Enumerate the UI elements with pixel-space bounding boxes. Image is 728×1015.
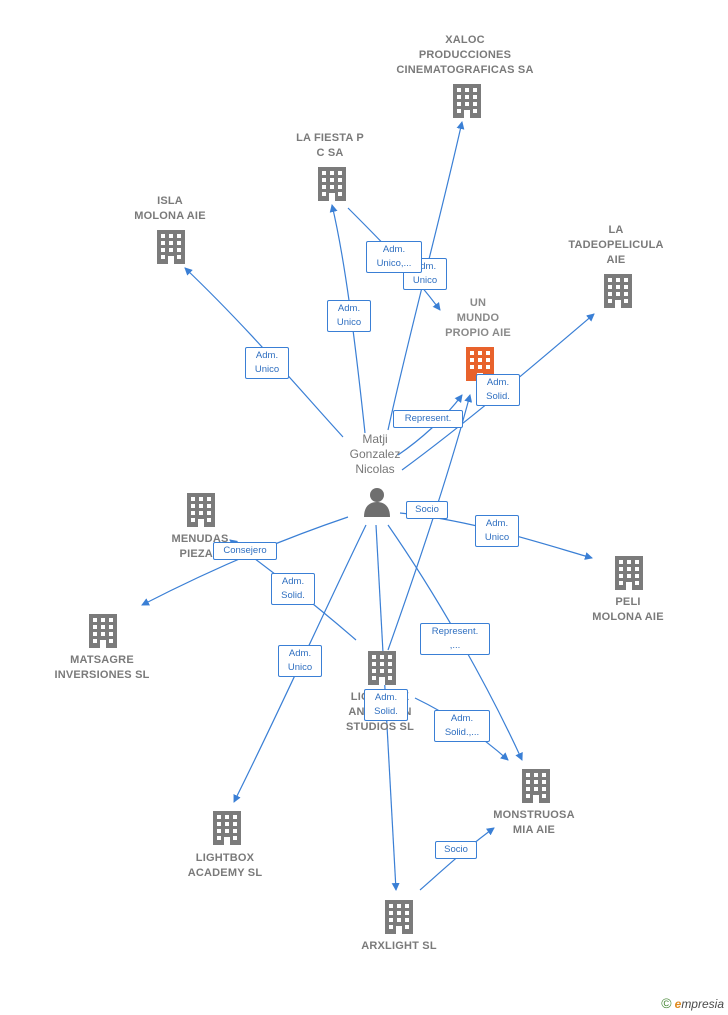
edge-label-adm-unico-isla[interactable]: Adm. Unico — [245, 347, 289, 379]
node-label-arxlight[interactable]: ARXLIGHT SL — [361, 940, 437, 952]
edge-label-adm-solid-monst[interactable]: Adm. Solid.,... — [434, 710, 490, 742]
edge-label-socio-peli[interactable]: Socio — [406, 501, 448, 519]
node-label-tadeo[interactable]: LA TADEOPELICULA AIE — [568, 224, 664, 266]
building-icon-menudas — [187, 493, 215, 527]
edge-label-adm-solid-arx[interactable]: Adm. Solid. — [364, 689, 408, 721]
brand-name: mpresia — [681, 997, 724, 1011]
building-icon-lafiesta — [318, 167, 346, 201]
edge-label-socio-arx[interactable]: Socio — [435, 841, 477, 859]
building-icon-tadeo — [604, 274, 632, 308]
person-icon — [364, 488, 390, 517]
building-icon-lightacademy — [213, 811, 241, 845]
building-icon-isla — [157, 230, 185, 264]
node-label-peli[interactable]: PELI MOLONA AIE — [592, 596, 664, 623]
node-label-lightacademy[interactable]: LIGHTBOX ACADEMY SL — [187, 852, 263, 879]
node-label-person[interactable]: Matji Gonzalez Nicolas — [349, 432, 401, 476]
building-icon-monstruosa — [522, 769, 550, 803]
node-label-unmundo[interactable]: UN MUNDO PROPIO AIE — [445, 297, 511, 339]
empresia-logo: ©empresia — [661, 995, 724, 1011]
node-label-isla[interactable]: ISLA MOLONA AIE — [134, 195, 206, 222]
copyright-symbol: © — [661, 995, 672, 1011]
edge-label-represent-unmundo[interactable]: Represent. — [393, 410, 463, 428]
node-label-xaloc[interactable]: XALOC PRODUCCIONES CINEMATOGRAFICAS SA — [396, 34, 534, 76]
node-label-lafiesta[interactable]: LA FIESTA P C SA — [296, 132, 364, 159]
brand-initial: e — [674, 997, 682, 1011]
edge-label-adm-solid-menudas[interactable]: Adm. Solid. — [271, 573, 315, 605]
building-icon-peli — [615, 556, 643, 590]
building-icon-xaloc — [453, 84, 481, 118]
edge-label-adm-unico-fiesta-2[interactable]: Adm. Unico,... — [366, 241, 422, 273]
building-icon-lightanimation — [368, 651, 396, 685]
building-icon-arxlight — [385, 900, 413, 934]
edge-person-unmundo — [397, 394, 463, 456]
building-icon-matsagre — [89, 614, 117, 648]
edge-label-adm-unico-academy[interactable]: Adm. Unico — [278, 645, 322, 677]
edge-label-adm-unico-peli[interactable]: Adm. Unico — [475, 515, 519, 547]
edge-label-consejero[interactable]: Consejero — [213, 542, 277, 560]
node-label-monstruosa[interactable]: MONSTRUOSA MIA AIE — [493, 809, 575, 836]
node-label-matsagre[interactable]: MATSAGRE INVERSIONES SL — [54, 654, 150, 681]
edge-label-adm-unico-fiesta[interactable]: Adm. Unico — [327, 300, 371, 332]
edge-label-represent-monstruosa[interactable]: Represent. ,... — [420, 623, 490, 655]
edge-label-adm-solid-tadeo[interactable]: Adm. Solid. — [476, 374, 520, 406]
